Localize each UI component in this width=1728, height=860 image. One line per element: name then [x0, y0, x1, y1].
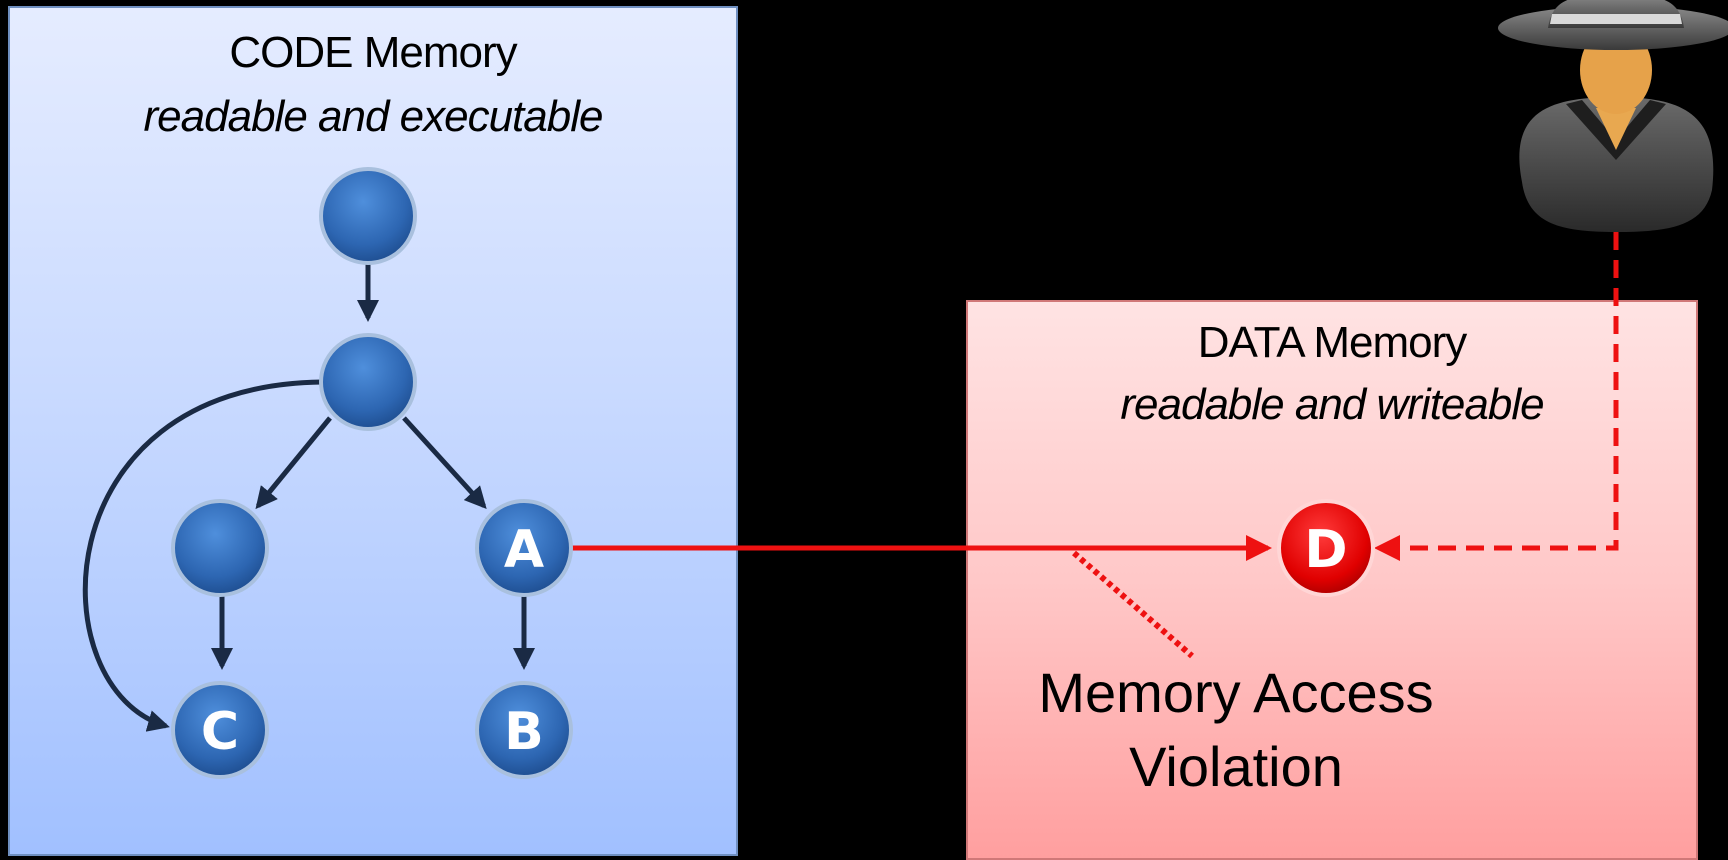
code-memory-title: CODE Memory: [229, 28, 517, 77]
node-top: [319, 167, 417, 265]
data-memory-title: DATA Memory: [1197, 318, 1468, 367]
attacker-spy-icon: [1498, 0, 1728, 232]
node-a-label: A: [504, 520, 544, 580]
node-b: [475, 681, 573, 779]
edge-mid-to-left: [255, 416, 332, 510]
violation-line2: Violation: [1129, 735, 1343, 798]
node-c: [171, 681, 269, 779]
node-a: [475, 499, 573, 597]
attacker-write-edge: [1374, 232, 1619, 561]
node-left: [171, 499, 269, 597]
violation-label: Memory Access Violation: [1036, 656, 1436, 804]
node-b-label: B: [504, 702, 544, 762]
node-mid: [319, 333, 417, 431]
node-c-label: C: [201, 702, 239, 762]
node-d-label: D: [1304, 520, 1347, 580]
violation-line1: Memory Access: [1038, 661, 1434, 724]
node-d: [1277, 499, 1375, 597]
violation-pointer: [1072, 550, 1194, 659]
edge-mid-to-a: [402, 416, 487, 509]
code-memory-panel: CODE Memory readable and executable: [8, 6, 738, 856]
code-memory-subtitle: readable and executable: [143, 92, 604, 141]
edge-mid-to-c-curve: [82, 379, 323, 732]
data-memory-subtitle: readable and writeable: [1120, 380, 1544, 429]
